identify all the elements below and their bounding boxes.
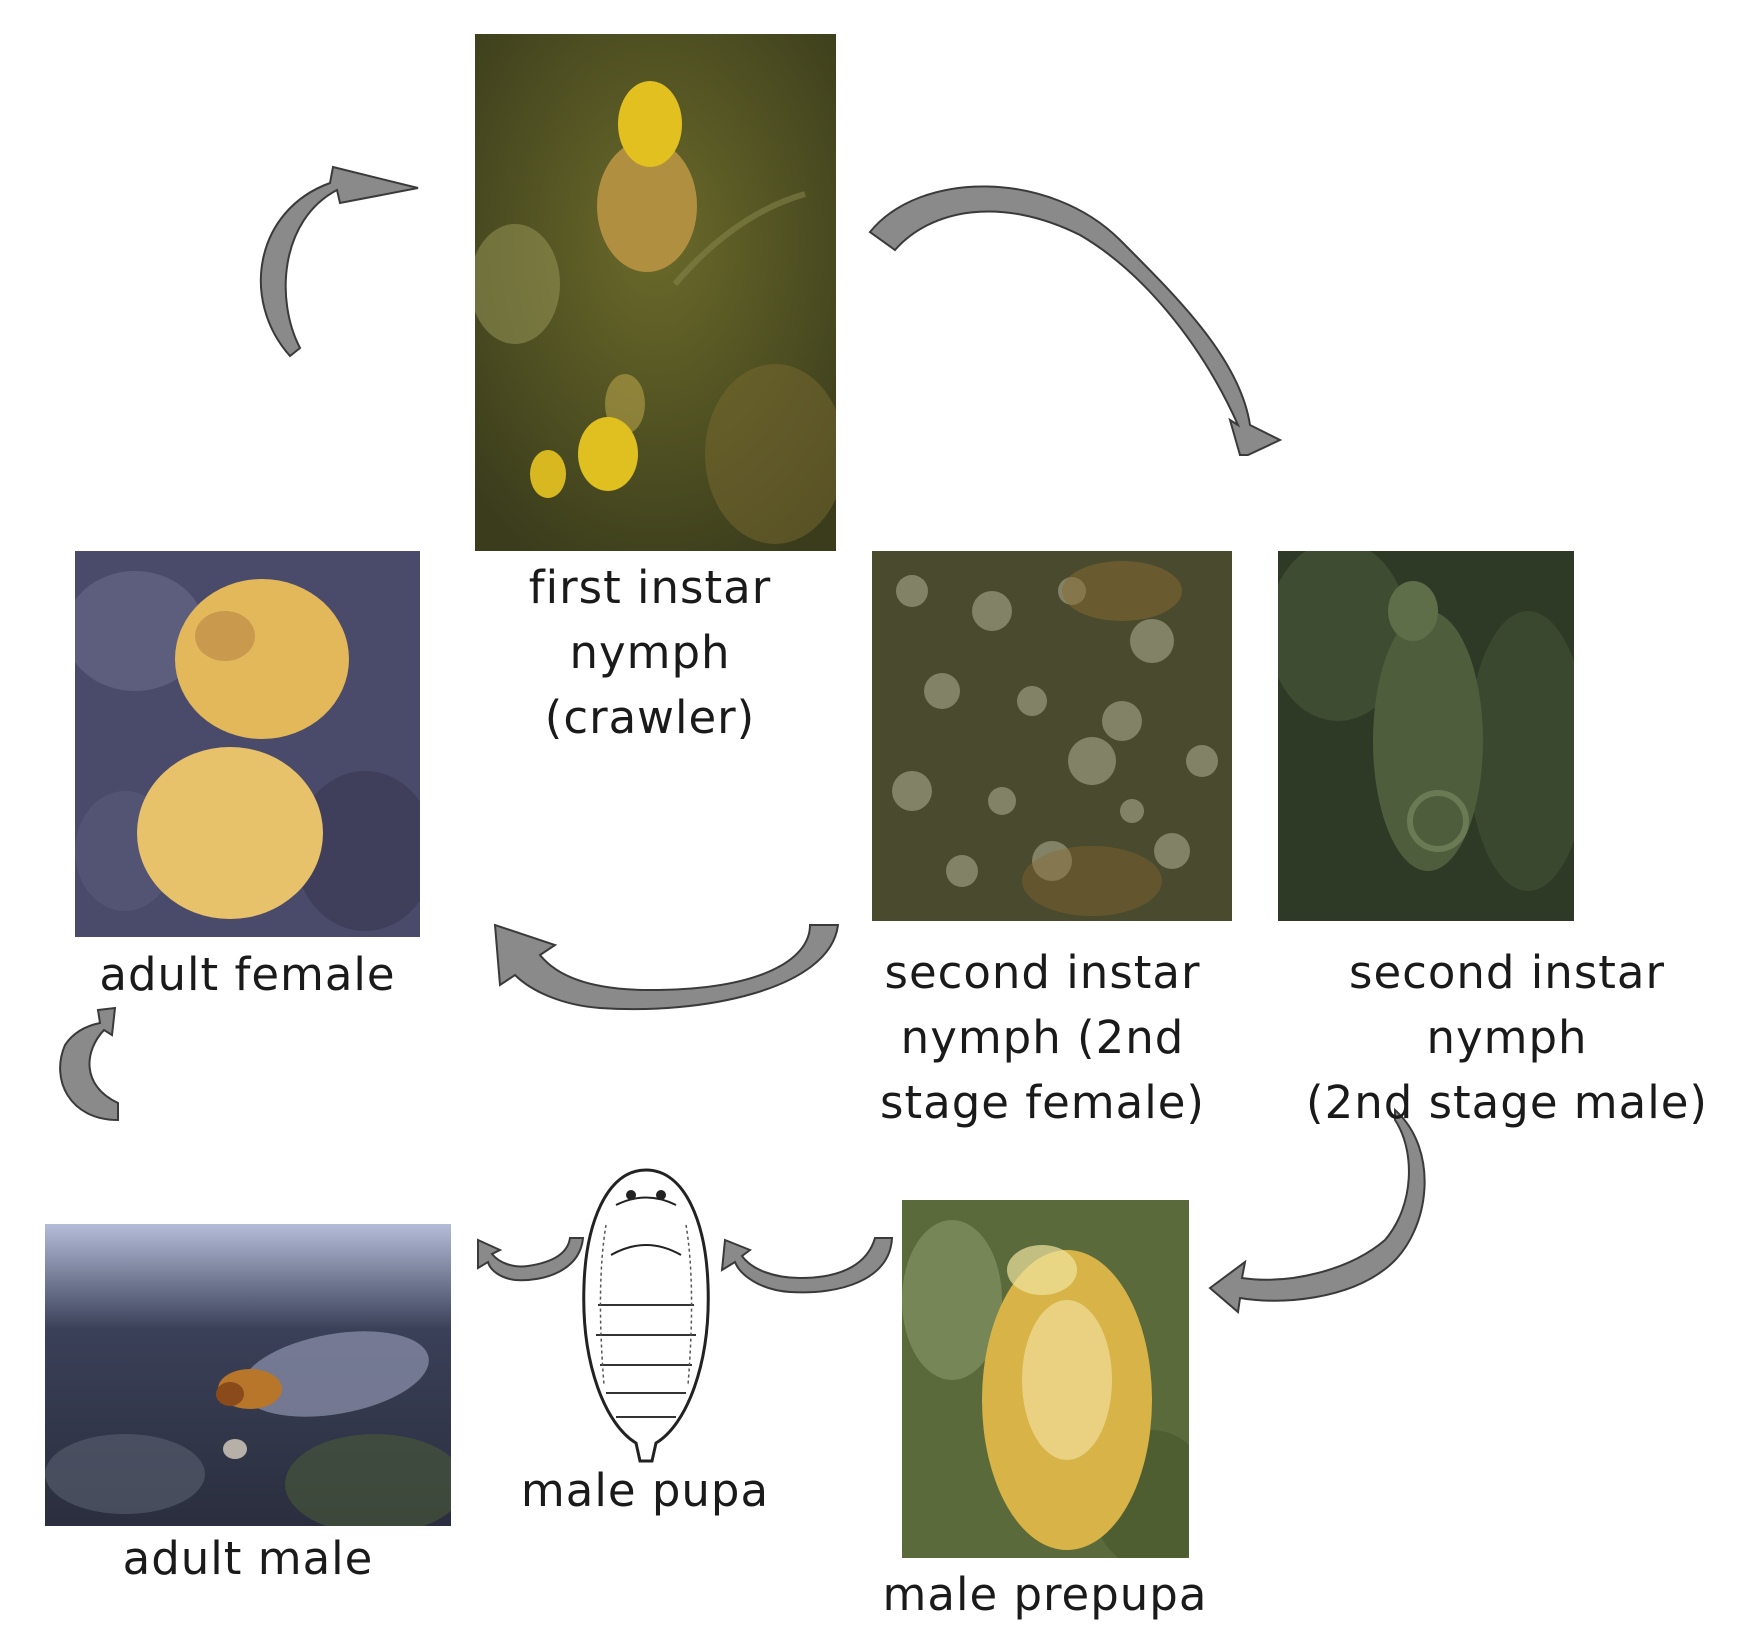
second-instar-female-label-line2: nymph (2nd [860,1005,1225,1070]
arrow-crawler-to-second-instar [870,186,1280,455]
adult-male-photo [45,1224,451,1526]
first-instar-label-line2: nymph [480,620,820,685]
male-prepupa-photo [902,1200,1189,1558]
arrow-prepupa-to-pupa [722,1238,892,1292]
arrow-second-male-to-prepupa [1210,1110,1425,1312]
first-instar-label-line1: first instar [480,555,820,620]
arrow-adult-male-to-adult-female [60,1008,118,1120]
male-pupa-label: male pupa [480,1458,810,1523]
arrow-second-female-to-adult-female [495,925,838,1009]
second-instar-male-label-line1: second instar nymph [1262,940,1752,1070]
male-prepupa-label: male prepupa [860,1562,1230,1627]
adult-female-label: adult female [75,942,420,1007]
second-instar-male-photo [1278,551,1574,921]
second-instar-male-label: second instar nymph (2nd stage male) [1262,940,1752,1135]
first-instar-nymph-photo [475,34,836,551]
male-pupa-label-line1: male pupa [480,1458,810,1523]
adult-female-label-line1: adult female [75,942,420,1007]
male-pupa-drawing [576,1165,716,1465]
arrow-adult-female-to-crawler [261,167,418,356]
first-instar-label: first instar nymph (crawler) [480,555,820,750]
second-instar-male-label-line2: (2nd stage male) [1262,1070,1752,1135]
adult-female-photo [75,551,420,937]
adult-male-label: adult male [45,1526,451,1591]
second-instar-female-label: second instar nymph (2nd stage female) [860,940,1225,1135]
first-instar-label-line3: (crawler) [480,685,820,750]
arrow-pupa-to-adult-male [478,1238,583,1280]
second-instar-female-label-line3: stage female) [860,1070,1225,1135]
second-instar-female-photo [872,551,1232,921]
adult-male-label-line1: adult male [45,1526,451,1591]
second-instar-female-label-line1: second instar [860,940,1225,1005]
male-prepupa-label-line1: male prepupa [860,1562,1230,1627]
